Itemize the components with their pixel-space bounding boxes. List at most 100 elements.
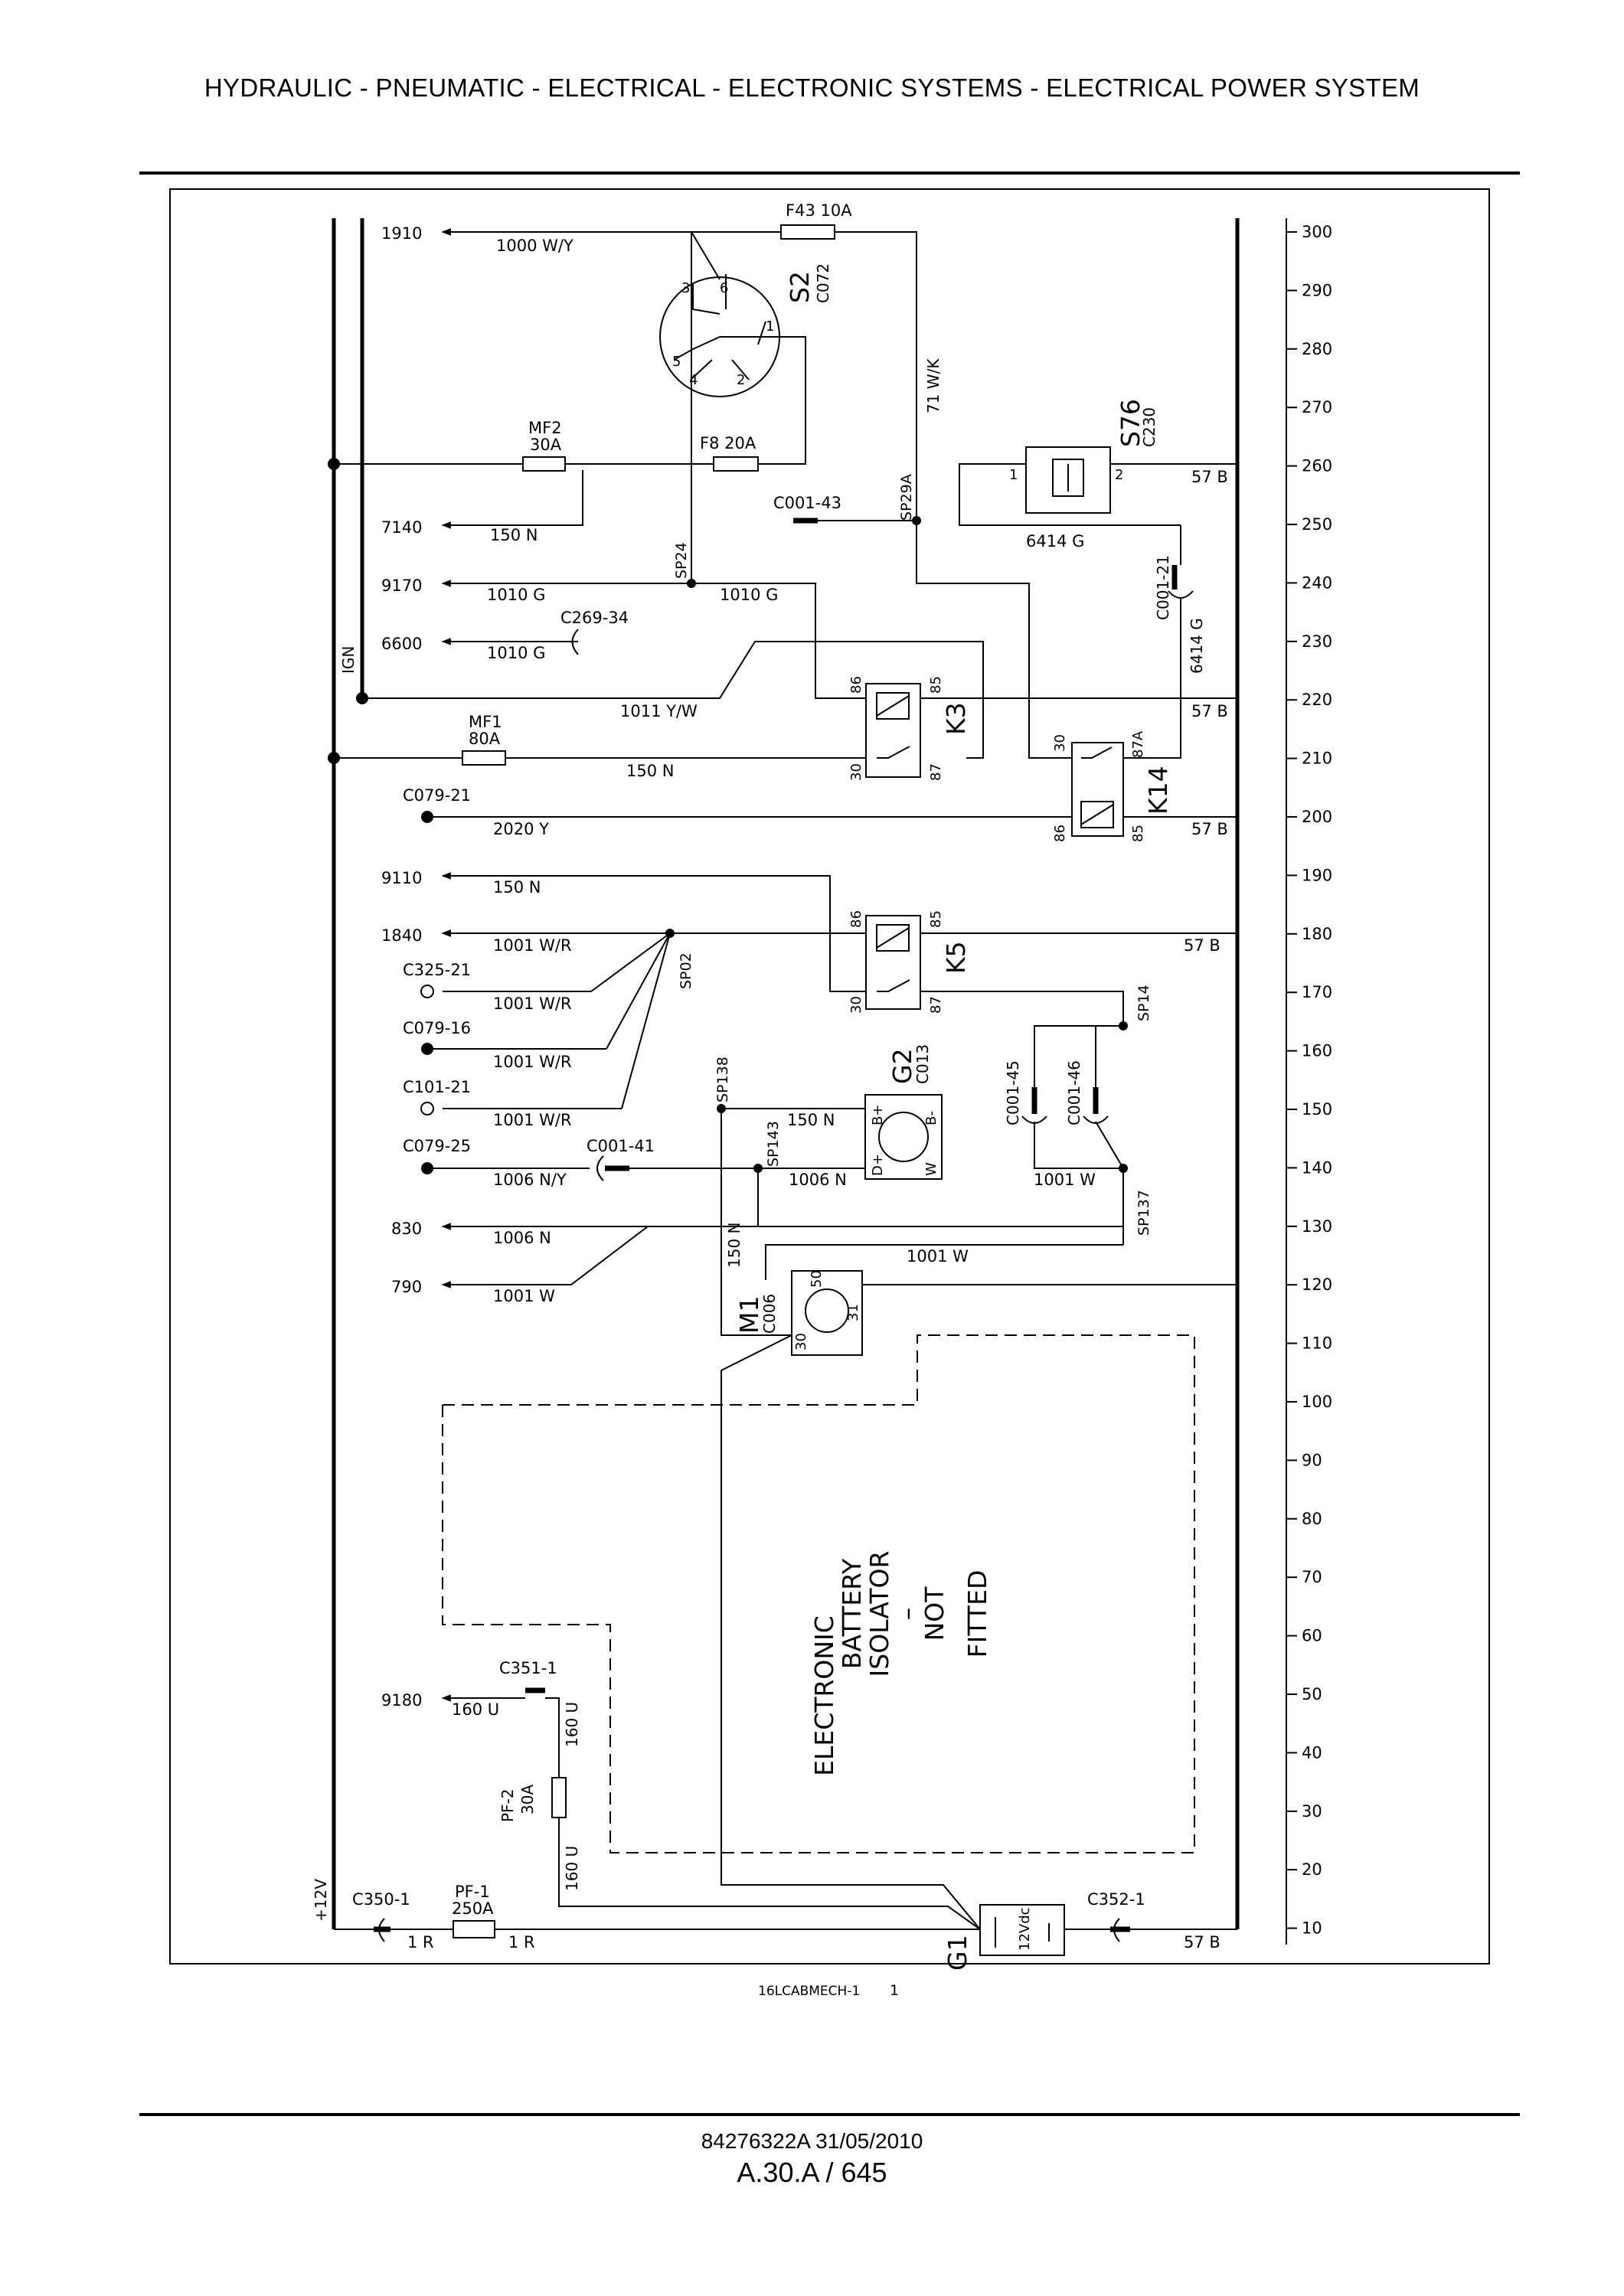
g2-connector: C013 [913,1044,932,1084]
pin-k3-85: 85 [928,676,944,694]
wire-160-pf2-bottom: 160 U [563,1846,581,1891]
labels: 1910 7140 9170 6600 9110 1840 830 790 91… [352,201,1228,1971]
figure-number: 1 [890,1982,899,1999]
splice-sp24: SP24 [673,542,690,579]
wire-150-mf1: 150 N [626,762,674,780]
m1-connector: C006 [760,1294,779,1334]
output-1840: 1840 [381,926,422,945]
isolator-line-1: ELECTRONIC [809,1615,839,1776]
scale-tick-label: 300 [1302,223,1332,241]
output-830: 830 [391,1220,422,1238]
isolator-line-3: ISOLATOR [864,1551,894,1677]
grid-scale: 3002902802702602502402302202102001901801… [1286,218,1332,1945]
scale-tick-label: 140 [1302,1158,1332,1177]
output-6600: 6600 [381,635,422,653]
splice-sp29a: SP29A [898,474,915,521]
scale-tick-label: 260 [1302,457,1332,475]
fuse-pf1-rating: 250A [452,1899,494,1918]
wire-150-m1: 150 N [725,1223,743,1269]
wire-1011: 1011 Y/W [620,702,698,720]
pin-s2-3: 3 [681,280,690,296]
battery-isolator-text: ELECTRONIC BATTERY ISOLATOR – NOT FITTED [809,1551,992,1776]
starter-motor-m1 [791,1270,863,1356]
pin-m1-50: 50 [809,1270,825,1288]
fuse-f43 [780,224,835,240]
output-9180: 9180 [381,1691,422,1710]
wire-1r-b: 1 R [508,1933,535,1951]
fuse-mf2 [522,456,566,472]
open-terminals [420,985,434,1115]
wire-150-9110: 150 N [493,878,541,897]
scale-tick-label: 70 [1302,1568,1322,1586]
scale-tick-label: 20 [1302,1860,1322,1879]
connector-c001-46: C001-46 [1065,1060,1083,1125]
fuses [453,224,835,1938]
wire-2020: 2020 Y [493,820,549,838]
pin-k5-86: 86 [848,910,864,928]
pin-g2-bplus: B+ [870,1105,886,1125]
connector-c079-25: C079-25 [403,1137,471,1155]
scale-tick-label: 270 [1302,398,1332,416]
scale-tick-label: 180 [1302,925,1332,943]
output-1910: 1910 [381,224,422,243]
wire-1001-sp137: 1001 W [1034,1171,1096,1189]
wire-1010-sp24: 1010 G [720,586,778,604]
splice-sp14: SP14 [1135,985,1152,1021]
power-rails [332,218,1240,1929]
pin-s2-1: 1 [766,318,774,335]
pin-k5-30: 30 [848,996,864,1014]
pin-k3-86: 86 [848,676,864,694]
fuse-mf2-rating: 30A [530,436,562,454]
wire-1001-m1: 1001 W [907,1247,969,1266]
pin-s2-6: 6 [720,280,728,296]
pin-labels: 86 85 30 87 30 87A 86 85 86 85 30 87 1 2… [672,280,1146,1350]
pin-k14-30: 30 [1052,734,1068,752]
battery-voltage: 12Vdc [1017,1907,1033,1951]
fuse-pf1-name: PF-1 [455,1883,490,1901]
scale-tick-label: 190 [1302,866,1332,884]
wire-1001-c079-16: 1001 W/R [493,1053,572,1071]
scale-tick-label: 110 [1302,1334,1332,1353]
scale-tick-label: 250 [1302,515,1332,534]
wire-1010-9170: 1010 G [487,586,545,604]
fuse-pf1 [453,1920,495,1938]
pin-k14-86: 86 [1052,825,1068,842]
ignition-switch-s2 [659,274,780,397]
wire-6414-s76: 6414 G [1026,532,1084,550]
switch-s76 [1025,446,1111,514]
wire-150-7140: 150 N [490,526,538,544]
fuse-f43-label: F43 10A [786,201,852,220]
wire-6414-k14: 6414 G [1188,618,1206,674]
pin-s76-1: 1 [1009,467,1018,483]
fuse-mf2-name: MF2 [528,419,562,437]
k5-label: K5 [941,941,971,974]
fuse-mf1-rating: 80A [469,730,501,748]
connector-c079-16: C079-16 [403,1019,471,1037]
scale-tick-label: 120 [1302,1275,1332,1294]
connector-c001-21: C001-21 [1154,555,1172,620]
scale-tick-label: 220 [1302,691,1332,709]
scale-tick-label: 210 [1302,750,1332,768]
wire-1006-830: 1006 N [493,1229,551,1247]
pin-k5-85: 85 [928,910,944,928]
g2-label: G2 [887,1048,917,1084]
pin-k3-87: 87 [928,763,944,781]
footer-rule [139,2113,1520,2116]
wire-57-200: 57 B [1191,820,1228,838]
pin-g2-w: W [923,1162,939,1176]
fuse-pf2 [551,1777,567,1818]
wire-160-9180: 160 U [452,1700,499,1719]
battery-isolator-outline [442,1334,1195,1853]
battery-g1 [979,1904,1065,1956]
ign-rail-label: IGN [339,646,358,674]
connector-c352-1: C352-1 [1087,1890,1145,1909]
s2-connector: C072 [814,263,832,303]
fuse-f8 [713,456,759,472]
pin-s2-2: 2 [737,372,745,388]
isolator-line-2: BATTERY [837,1558,867,1669]
pin-k5-87: 87 [928,996,944,1014]
scale-tick-label: 60 [1302,1627,1322,1645]
scale-tick-label: 290 [1302,281,1332,299]
splice-dots [328,458,1128,1174]
